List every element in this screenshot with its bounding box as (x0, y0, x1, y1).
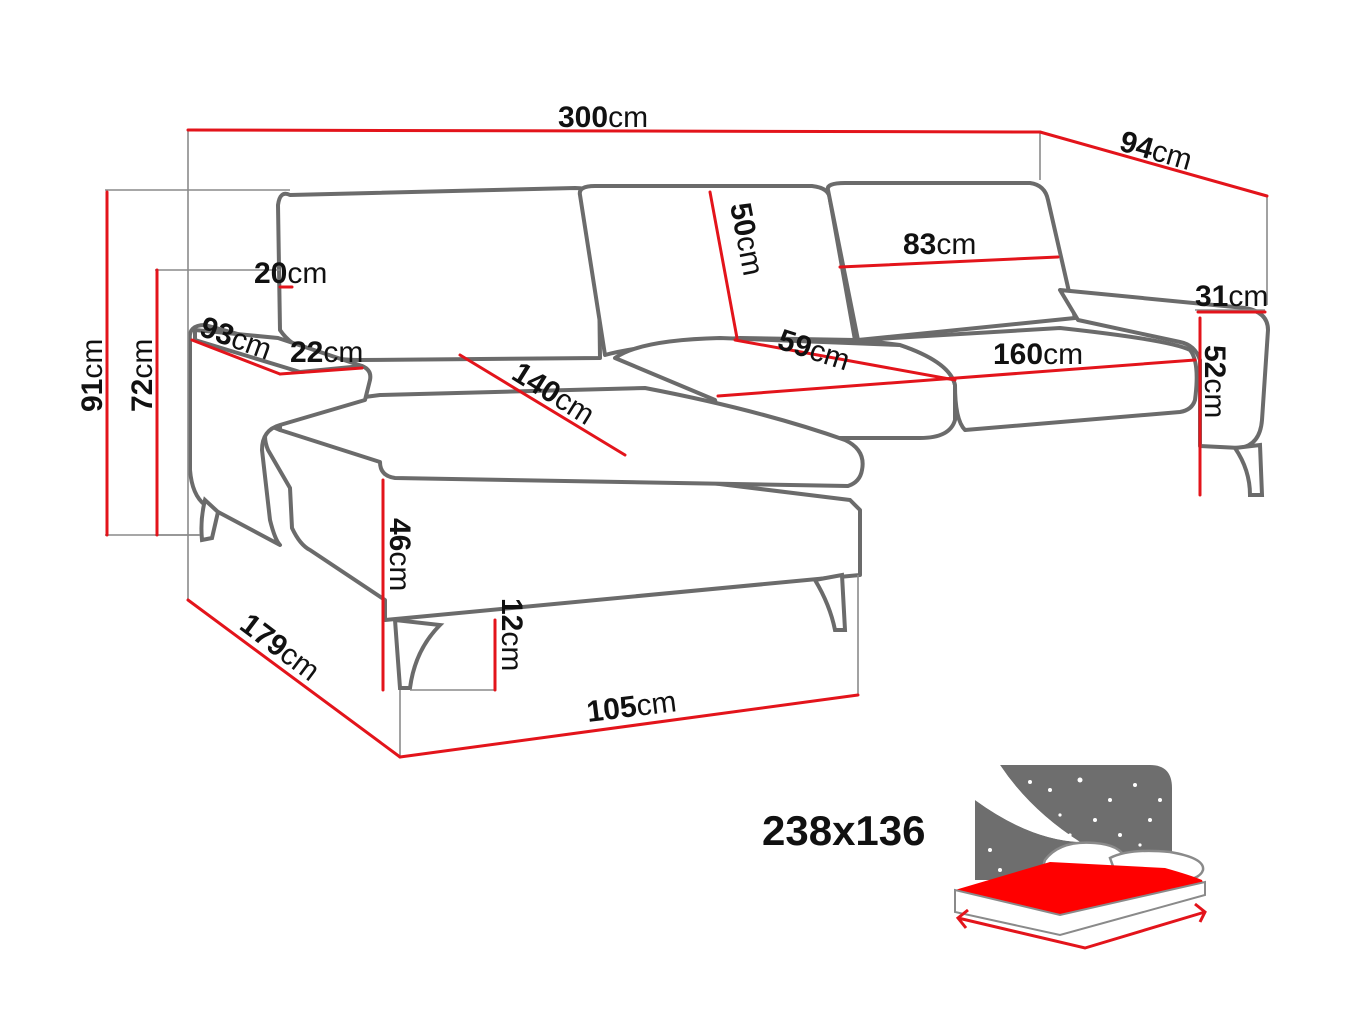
sofa-outline (187, 181, 1270, 622)
dim-line-22 (278, 366, 364, 376)
dim-line-140 (458, 353, 627, 457)
label-160: 160cm (993, 338, 1083, 371)
dim-line-83 (838, 255, 1060, 269)
leg-right (1231, 442, 1265, 497)
label-22: 22cm (290, 336, 363, 369)
label-46: 46cm (383, 518, 416, 591)
label-83: 83cm (903, 228, 976, 261)
back-cushion-middle (577, 184, 857, 357)
leg-front (392, 617, 445, 690)
label-50: 50cm (723, 200, 769, 278)
right-armrest (1058, 288, 1270, 450)
leg-left (199, 496, 221, 543)
label-59: 59cm (774, 323, 854, 377)
label-52: 52cm (1198, 345, 1231, 418)
label-105: 105cm (585, 685, 678, 729)
dim-line-300 (186, 128, 1042, 134)
label-72: 72cm (126, 339, 159, 412)
dim-line-94 (1038, 130, 1269, 198)
dim-line-93 (190, 338, 282, 376)
label-31: 31cm (1195, 280, 1268, 313)
label-179: 179cm (234, 607, 326, 688)
dim-line-179 (186, 598, 402, 759)
label-300: 300cm (558, 101, 648, 134)
dimension-lines (105, 128, 1269, 759)
dim-line-105 (398, 693, 860, 759)
label-20: 20cm (254, 257, 327, 290)
dimension-labels: 300cm 94cm 91cm 72cm 20cm 93cm 22cm 50cm… (76, 101, 1268, 729)
label-94: 94cm (1116, 125, 1196, 177)
dim-line-160 (716, 358, 1197, 398)
label-12: 12cm (495, 598, 528, 671)
dim-line-59 (733, 338, 957, 382)
dim-line-50 (708, 190, 739, 340)
bed-icon (954, 765, 1207, 950)
label-91: 91cm (76, 339, 109, 412)
sleeping-area-label: 238x136 (762, 807, 926, 854)
leg-chaise-right (811, 572, 848, 632)
sofa-legs (199, 442, 1265, 690)
